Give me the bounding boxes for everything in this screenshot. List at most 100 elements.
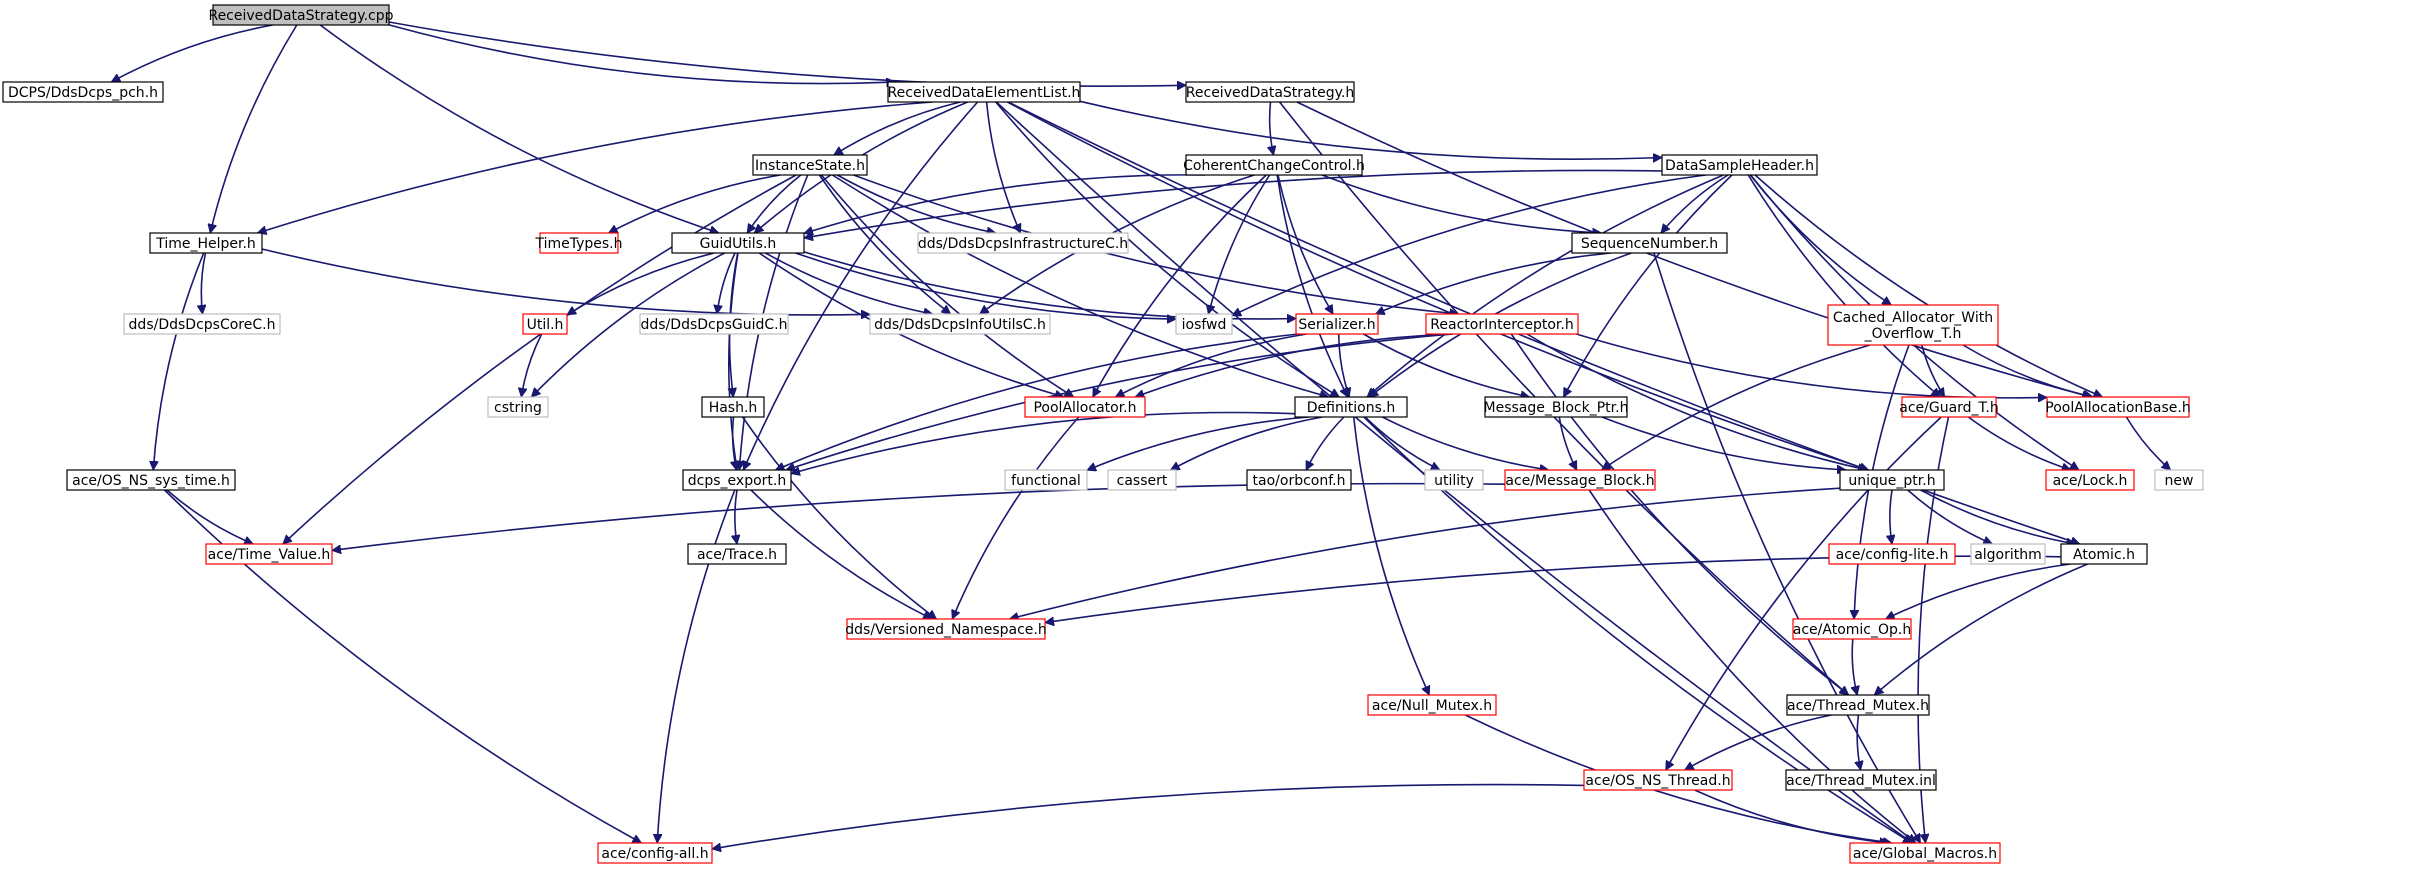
edge-instancestate-to-infracore [836, 174, 995, 233]
edge-serializer-to-definitions [1337, 333, 1350, 397]
node-box [682, 469, 792, 491]
node-infracore[interactable]: dds/DdsDcpsInfrastructureC.h [917, 232, 1129, 254]
edge-serializer-to-dcpsexport [776, 333, 1299, 470]
node-seqnum[interactable]: SequenceNumber.h [1571, 232, 1728, 254]
node-box [1294, 396, 1408, 418]
node-box [671, 232, 805, 254]
edge-rdel-to-infracore [985, 101, 1021, 233]
node-threadmutex[interactable]: ace/Thread_Mutex.h [1786, 694, 1930, 716]
node-box [1246, 469, 1352, 491]
node-label: dds/DdsDcpsInfoUtilsC.h [874, 317, 1046, 333]
node-configall[interactable]: ace/config-all.h [597, 842, 713, 864]
node-box [687, 543, 787, 565]
node-cassert[interactable]: cassert [1107, 469, 1177, 491]
edge-osnsthread-to-configall [712, 783, 1585, 849]
edge-coherent-to-iosfwd [1208, 174, 1271, 314]
node-globalmacros[interactable]: ace/Global_Macros.h [1849, 842, 2001, 864]
node-poolallocbase[interactable]: PoolAllocationBase.h [2045, 396, 2191, 418]
node-timehelper[interactable]: Time_Helper.h [149, 232, 263, 254]
node-label: Atomic.h [2073, 547, 2135, 563]
node-box [1185, 154, 1363, 176]
node-atomic[interactable]: Atomic.h [2060, 543, 2148, 565]
node-rds[interactable]: ReceivedDataStrategy.h [1185, 81, 1355, 103]
node-nullmutex[interactable]: ace/Null_Mutex.h [1367, 694, 1497, 716]
node-osnsthread[interactable]: ace/OS_NS_Thread.h [1583, 769, 1733, 791]
node-guardt[interactable]: ace/Guard_T.h [1899, 396, 1999, 418]
node-dcps_pch[interactable]: DCPS/DdsDcps_pch.h [2, 81, 164, 103]
node-box [1901, 396, 1997, 418]
edge-coherent-to-guidutils [804, 174, 1206, 234]
edge-coherent-to-serializer [1277, 174, 1334, 314]
node-cstring[interactable]: cstring [487, 396, 549, 418]
node-timetypes[interactable]: TimeTypes.h [534, 232, 623, 254]
edge-rdel-to-definitions [995, 101, 1340, 398]
node-mbptr[interactable]: Message_Block_Ptr.h [1484, 396, 1629, 418]
node-atomicop[interactable]: ace/Atomic_Op.h [1792, 618, 1912, 640]
node-uniqueptr[interactable]: unique_ptr.h [1839, 469, 1945, 491]
node-cached[interactable]: Cached_Allocator_With_Overflow_T.h [1827, 304, 1999, 346]
node-hash[interactable]: Hash.h [701, 396, 765, 418]
node-box [701, 396, 765, 418]
node-label: Util.h [527, 317, 564, 333]
node-label: ReceivedDataStrategy.h [1186, 85, 1354, 101]
edge-dsheader-to-cached [1749, 174, 1891, 306]
node-algorithm[interactable]: algorithm [1970, 543, 2046, 565]
edge-timehelper-to-osnssys [153, 252, 205, 470]
node-reactorint[interactable]: ReactorInterceptor.h [1425, 313, 1579, 335]
node-util[interactable]: Util.h [522, 313, 568, 335]
edge-dsheader-to-iosfwd [1232, 174, 1706, 317]
edge-guidutils-to-poolalloc [758, 252, 1064, 397]
node-label: ace/Guard_T.h [1899, 400, 1999, 416]
edge-atomic-to-atomicop [1886, 563, 2071, 620]
node-root[interactable]: ReceivedDataStrategy.cpp [208, 4, 394, 26]
node-label: ReactorInterceptor.h [1430, 317, 1573, 333]
node-label: Cached_Allocator_With [1833, 310, 1993, 326]
node-label: dds/Versioned_Namespace.h [845, 622, 1046, 638]
node-label: DCPS/DdsDcps_pch.h [8, 85, 158, 101]
node-box [1571, 232, 1728, 254]
node-box [869, 313, 1051, 335]
node-guidutils[interactable]: GuidUtils.h [671, 232, 805, 254]
edge-cached-to-poolallocbase [1962, 344, 2093, 397]
edge-instancestate-to-poolalloc [820, 174, 1073, 398]
node-label: Time_Helper.h [155, 236, 256, 252]
node-configlite[interactable]: ace/config-lite.h [1828, 543, 1956, 565]
node-box [917, 232, 1129, 254]
node-serializer[interactable]: Serializer.h [1295, 313, 1379, 335]
edge-instancestate-to-reactorint [853, 174, 1459, 314]
node-label: ace/Thread_Mutex.h [1787, 698, 1929, 714]
node-utility[interactable]: utility [1424, 469, 1484, 491]
node-infoutils[interactable]: dds/DdsDcpsInfoUtilsC.h [869, 313, 1051, 335]
node-definitions[interactable]: Definitions.h [1294, 396, 1408, 418]
node-orbconf[interactable]: tao/orbconf.h [1246, 469, 1352, 491]
node-osnssys[interactable]: ace/OS_NS_sys_time.h [66, 469, 236, 491]
node-coherent[interactable]: CoherentChangeControl.h [1183, 154, 1365, 176]
node-new[interactable]: new [2154, 469, 2204, 491]
node-guidc[interactable]: dds/DdsDcpsGuidC.h [639, 313, 789, 335]
edge-coherent-to-definitions [1276, 174, 1349, 397]
edge-threadmutex-to-threadmutexinl [1857, 714, 1860, 770]
node-iosfwd[interactable]: iosfwd [1175, 313, 1233, 335]
node-poolalloc[interactable]: PoolAllocator.h [1024, 396, 1146, 418]
node-timevalue[interactable]: ace/Time_Value.h [205, 543, 333, 565]
node-functional[interactable]: functional [1004, 469, 1088, 491]
node-msgblock[interactable]: ace/Message_Block.h [1504, 469, 1656, 491]
node-dsheader[interactable]: DataSampleHeader.h [1661, 154, 1818, 176]
edge-uniqueptr-to-atomic [1920, 489, 2076, 544]
edge-atomic-to-versioned [1045, 555, 2062, 622]
edge-guidutils-to-iosfwd [795, 252, 1177, 319]
node-dcpsexport[interactable]: dcps_export.h [682, 469, 792, 491]
node-label: ace/OS_NS_Thread.h [1585, 773, 1730, 789]
edge-uniqueptr-to-configlite [1890, 489, 1892, 544]
edge-atomicop-to-threadmutex [1852, 638, 1857, 695]
node-rdel[interactable]: ReceivedDataElementList.h [887, 81, 1081, 103]
node-trace[interactable]: ace/Trace.h [687, 543, 787, 565]
edge-poolallocbase-to-new [2125, 416, 2170, 470]
node-box [1004, 469, 1088, 491]
node-corec[interactable]: dds/DdsDcpsCoreC.h [123, 313, 281, 335]
node-instancestate[interactable]: InstanceState.h [752, 154, 868, 176]
node-versioned[interactable]: dds/Versioned_Namespace.h [845, 618, 1047, 640]
node-acelock[interactable]: ace/Lock.h [2045, 469, 2135, 491]
node-threadmutexinl[interactable]: ace/Thread_Mutex.inl [1785, 769, 1937, 791]
